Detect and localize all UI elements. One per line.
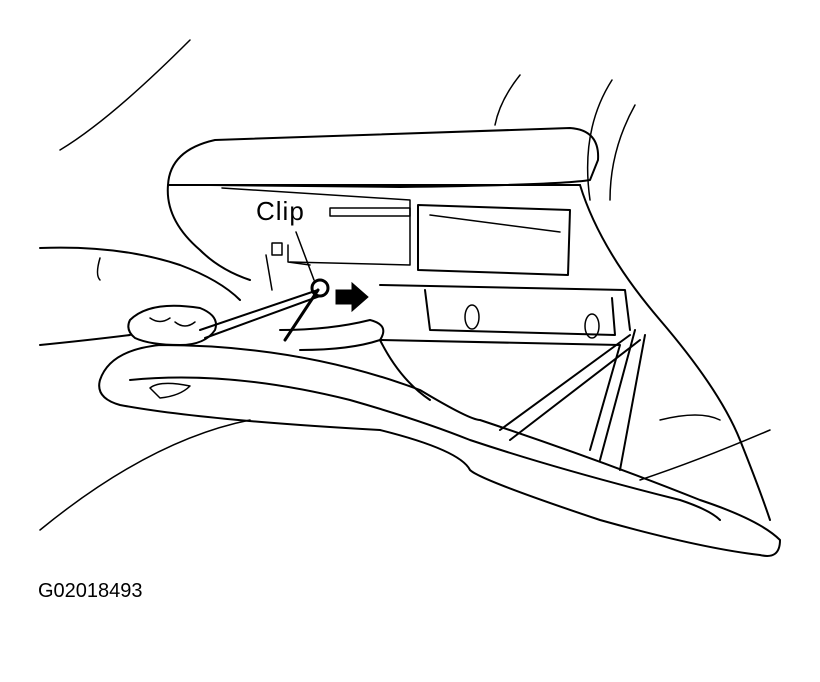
sleeve-lower: [39, 334, 131, 346]
pry-tool-blade: [283, 288, 320, 342]
pry-tool-shaft-2: [204, 295, 321, 339]
pry-tool-shaft: [199, 289, 319, 331]
hand-lower: [279, 319, 385, 351]
cavity-inner-panel: [424, 289, 616, 336]
a-pillar-curve-inner: [609, 104, 636, 201]
vent-slot-left: [329, 207, 411, 217]
dash-front-face: [166, 184, 251, 281]
cavity-hole-right: [584, 313, 600, 339]
windshield-edge-line: [59, 39, 191, 151]
floor-curve-right: [659, 414, 721, 421]
hand-knuckles: [149, 317, 196, 327]
clip-left-leader: [265, 254, 273, 291]
clip-bracket-line: [287, 244, 311, 266]
cavity-back-wall: [379, 284, 631, 331]
direction-arrow: [335, 281, 369, 313]
dash-right-face: [579, 184, 771, 521]
glove-box-door-handle: [149, 382, 191, 399]
glove-box-tub-left: [379, 339, 621, 451]
sleeve-cuff: [96, 257, 101, 281]
figure-id-label: G02018493: [38, 580, 143, 602]
glove-box-door-inner: [129, 376, 721, 521]
glove-box-right-strut-2: [619, 334, 646, 471]
hand-fingers: [127, 304, 217, 346]
glove-box-tub-front: [379, 339, 431, 401]
glove-box-right-strut: [599, 329, 636, 461]
opening-left-panel: [221, 187, 411, 266]
cavity-hole-left: [464, 304, 480, 330]
upper-trim-curve: [494, 74, 521, 126]
glove-box-door-outer: [98, 344, 781, 557]
glove-box-stay-arm-2: [509, 339, 641, 441]
console-lower-curve: [639, 429, 771, 481]
opening-right-panel: [417, 204, 571, 276]
opening-right-shade: [429, 214, 561, 233]
lower-console-line: [39, 419, 251, 531]
dash-top-panel: [167, 127, 600, 188]
sleeve-upper: [39, 246, 241, 301]
clip-bracket: [271, 242, 283, 256]
glove-box-stay-arm: [499, 334, 631, 431]
clip-callout-label: Clip: [256, 196, 305, 226]
clip-leader-line: [295, 231, 315, 281]
a-pillar-curve-outer: [586, 79, 613, 201]
